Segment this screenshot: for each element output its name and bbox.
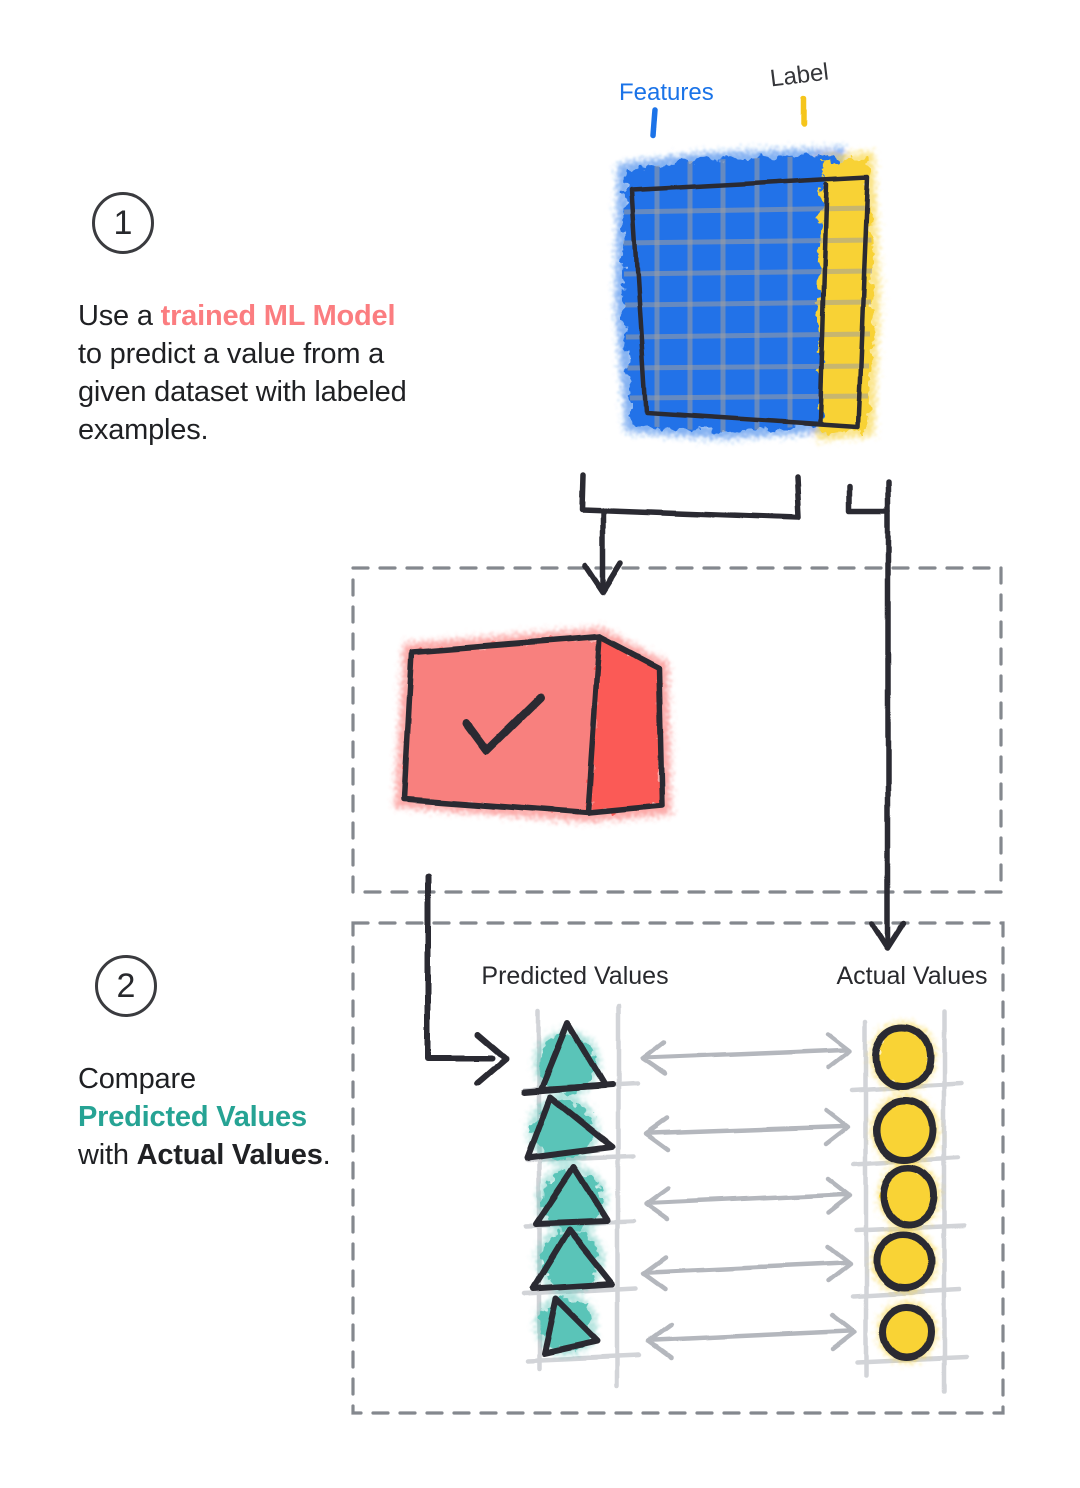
actual-circle-fills	[876, 1028, 934, 1357]
model-side-face	[588, 637, 662, 813]
model-front-face	[404, 637, 600, 813]
features-grid-fill	[622, 155, 838, 432]
step-1-suffix: to predict a value from a given dataset …	[78, 338, 407, 446]
step-1-badge: 1	[92, 192, 154, 254]
actual-circle-outlines	[872, 1024, 938, 1361]
step-2-suffix: .	[322, 1139, 331, 1171]
step-1-prefix: Use a	[78, 300, 161, 332]
predicted-triangle-outlines	[521, 1021, 615, 1356]
compare-arrow-3	[643, 1175, 853, 1223]
compare-arrow-4	[641, 1244, 853, 1292]
checkmark-icon	[462, 693, 544, 754]
step-1-text: Use a trained ML Model to predict a valu…	[78, 297, 458, 449]
features-tick	[650, 107, 658, 139]
label-column-divider	[817, 181, 830, 425]
features-to-model-arrow	[582, 509, 624, 595]
model-to-predicted-arrow	[425, 873, 509, 1086]
step-2-badge: 2	[95, 955, 157, 1017]
step-2-prefix: Compare	[78, 1063, 196, 1095]
step-2-middle: with	[78, 1139, 137, 1171]
actual-column-ladder	[849, 1009, 969, 1395]
step-2-highlight2: Actual Values	[136, 1139, 323, 1171]
features-label: Features	[619, 79, 714, 106]
compare-arrow-1	[639, 1031, 853, 1077]
predicted-values-header: Predicted Values	[481, 962, 669, 990]
dataset-outline	[629, 174, 871, 430]
step-2-text: Compare Predicted Values with Actual Val…	[78, 1060, 378, 1174]
label-bracket	[846, 483, 891, 514]
actual-values-header: Actual Values	[836, 962, 988, 990]
compare-arrow-2	[643, 1107, 851, 1153]
compare-arrow-5	[646, 1312, 858, 1360]
dataset-gridlines	[622, 155, 874, 433]
step-2-number: 2	[116, 966, 136, 1005]
step-2-highlight: Predicted Values	[78, 1101, 307, 1133]
model-outline	[401, 634, 665, 816]
features-bracket	[579, 471, 802, 521]
step-1-highlight: trained ML Model	[160, 300, 396, 332]
comparison-dashed-box	[351, 921, 1005, 1415]
step-1-number: 1	[113, 203, 133, 242]
label-to-actual-arrow	[869, 479, 907, 951]
model-dashed-box	[351, 566, 1003, 894]
